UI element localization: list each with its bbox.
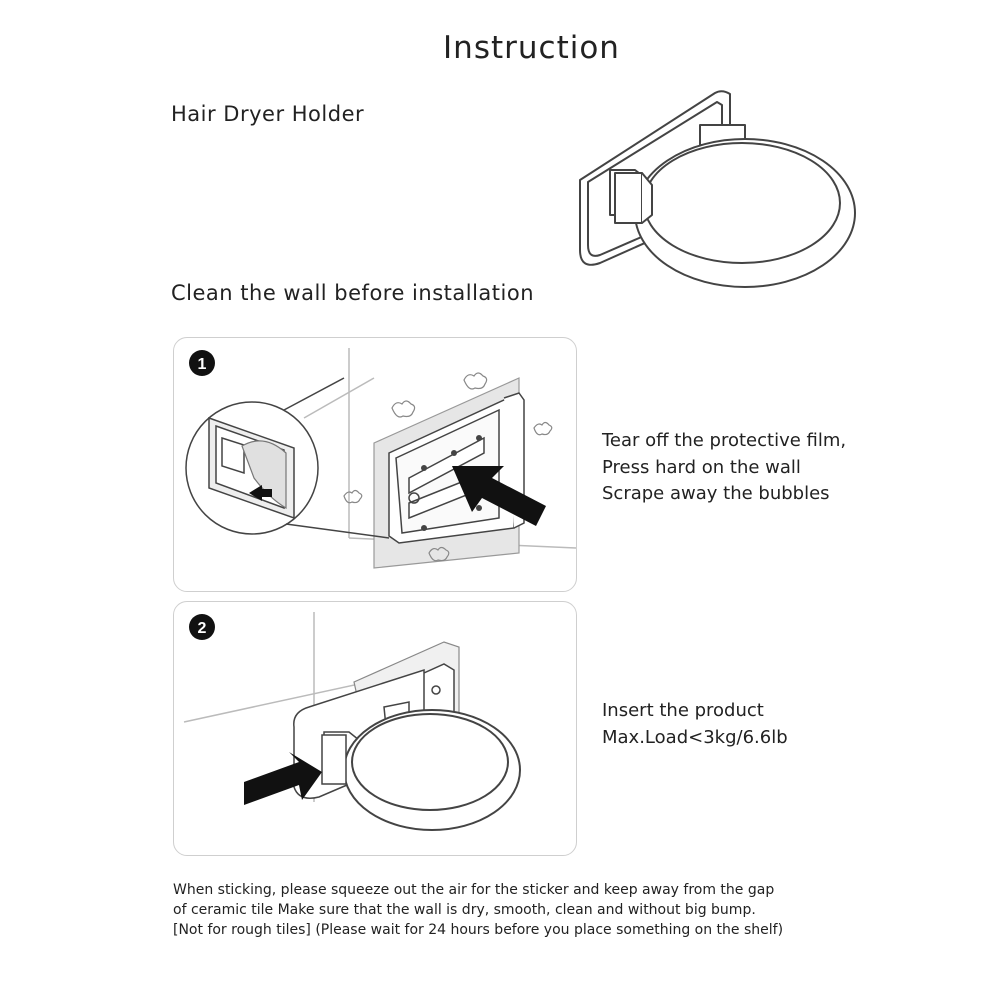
step-1-line-2: Press hard on the wall: [602, 456, 801, 478]
step-2-line-1: Insert the product: [602, 700, 764, 721]
hair-dryer-holder-illustration: [579, 90, 856, 288]
step-2-line-2: Max.Load<3kg/6.6lb: [602, 726, 788, 748]
press-arrow-icon: [452, 466, 546, 526]
note-line-1: When sticking, please squeeze out the ai…: [173, 882, 775, 898]
step-2-panel: 2: [173, 601, 577, 856]
step-1-line-1: Tear off the protective film,: [602, 430, 847, 451]
step-1-illustration: 1: [185, 348, 576, 569]
note-line-2: of ceramic tile Make sure that the wall …: [173, 902, 756, 918]
product-name: Hair Dryer Holder: [171, 102, 365, 126]
step-1-number: 1: [198, 356, 207, 373]
prep-heading: Clean the wall before installation: [171, 281, 535, 305]
step-2-text: Insert the product Max.Load<3kg/6.6lb: [602, 698, 788, 751]
step-1-line-3: Scrape away the bubbles: [602, 483, 830, 504]
step-1-text: Tear off the protective film, Press hard…: [602, 428, 846, 508]
step-2-badge: [189, 614, 215, 640]
step-2-number: 2: [198, 620, 207, 637]
installation-note: When sticking, please squeeze out the ai…: [173, 880, 933, 940]
step-2-illustration: 2: [183, 612, 521, 831]
peel-arrow-icon: [249, 485, 272, 501]
step-1-badge: [189, 350, 215, 376]
step-1-panel: 1: [173, 337, 577, 592]
page-title: Instruction: [443, 30, 620, 66]
note-line-3: [Not for rough tiles] (Please wait for 2…: [173, 922, 784, 938]
insert-arrow-icon: [244, 752, 322, 805]
